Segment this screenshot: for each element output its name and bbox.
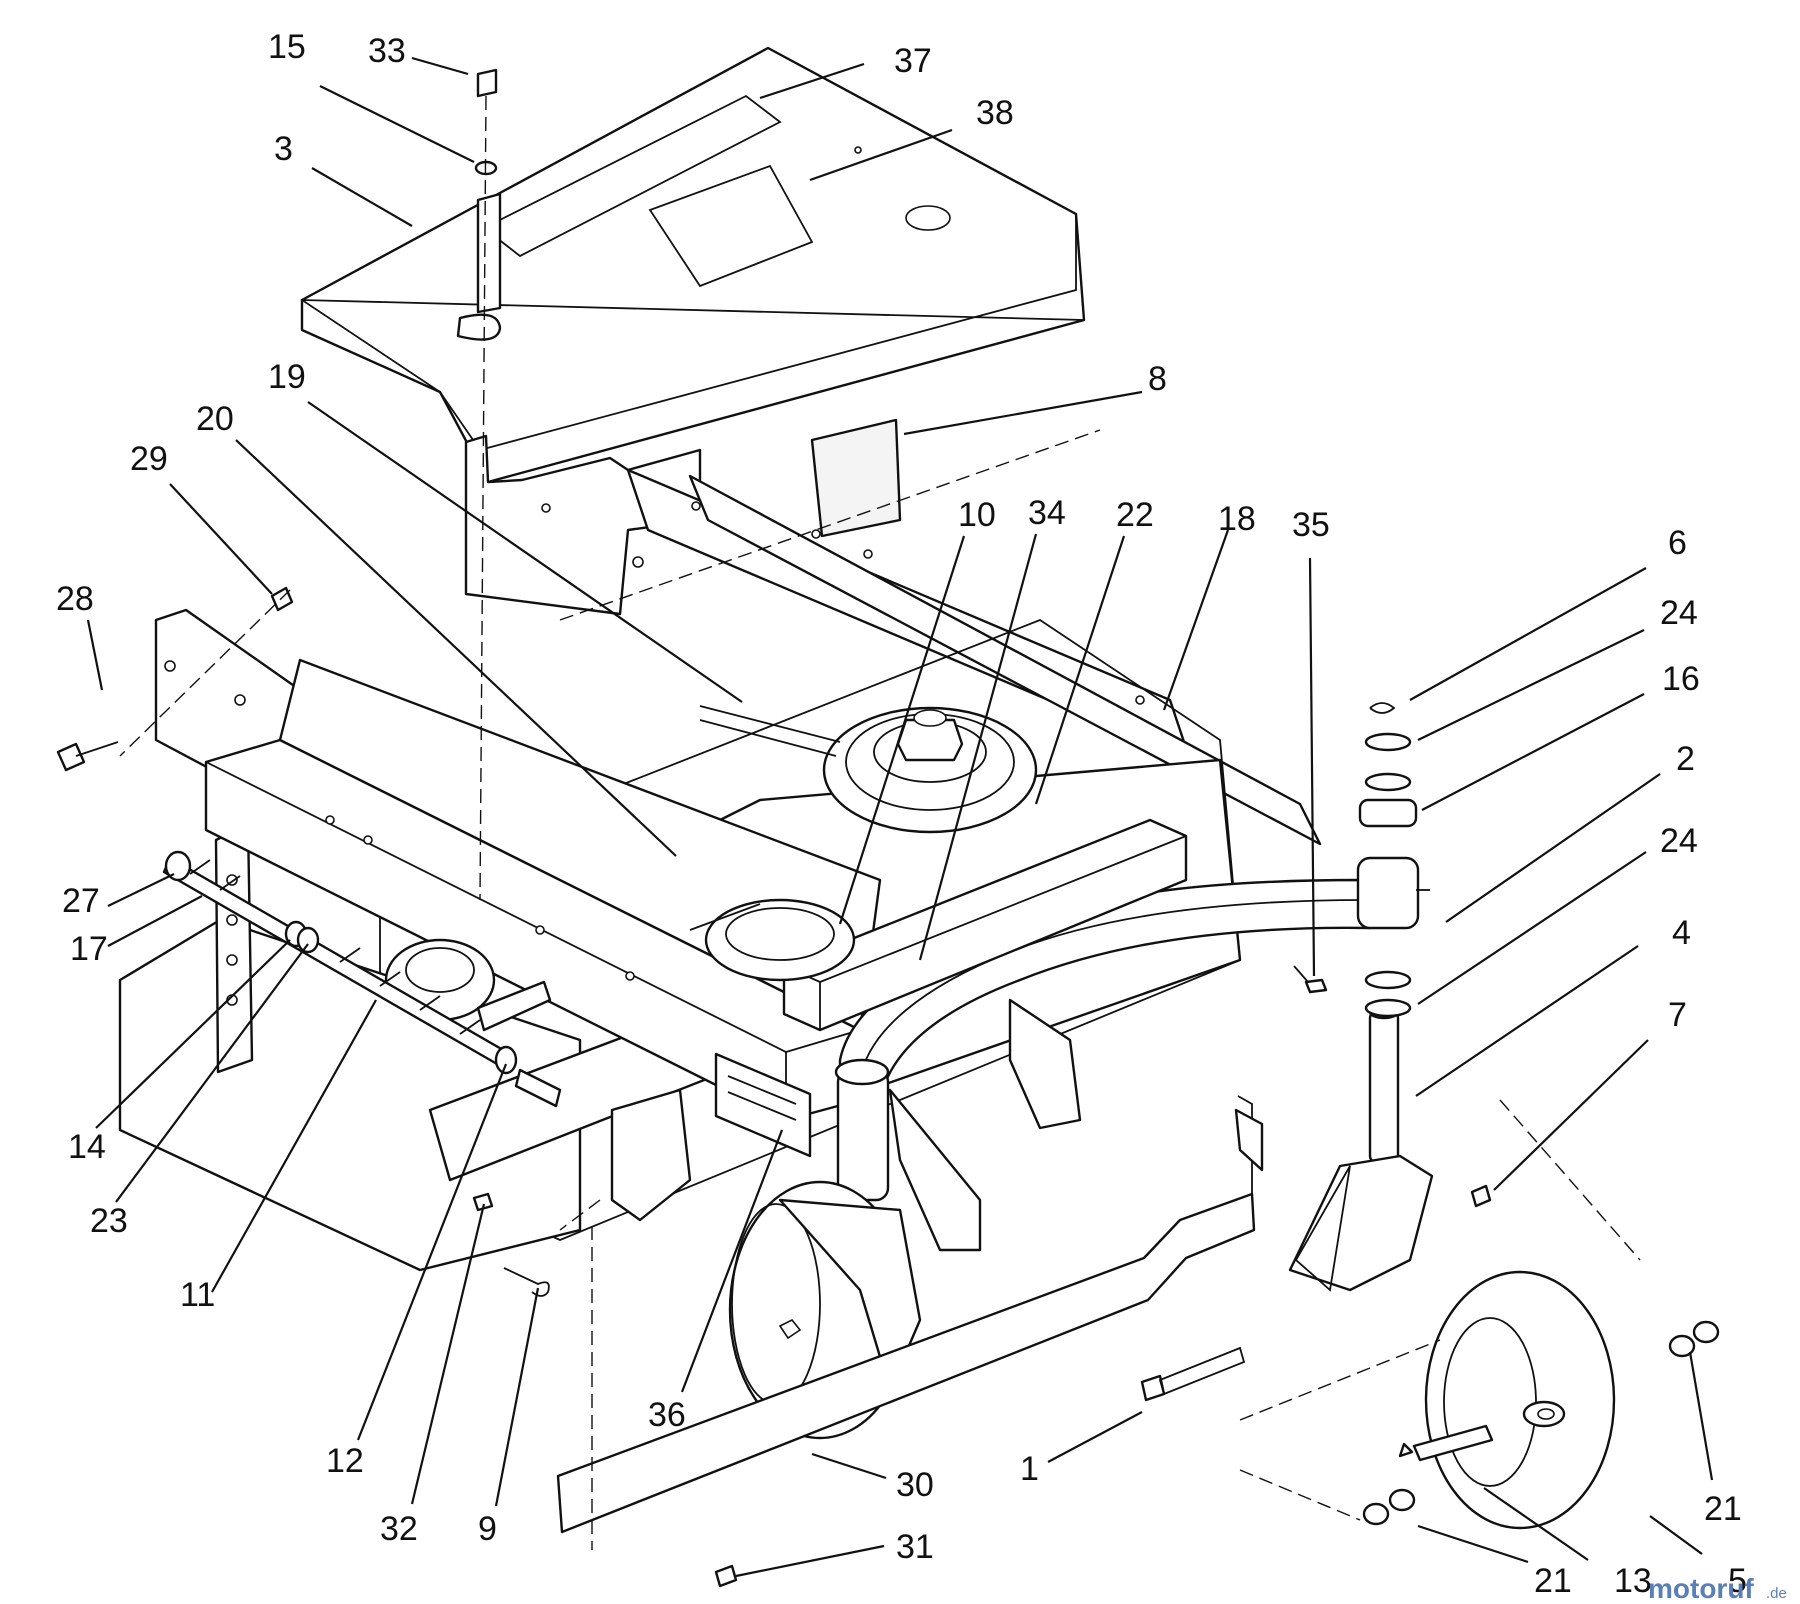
callout-19: 19 <box>268 358 306 396</box>
callout-3: 3 <box>274 130 293 168</box>
left-side-plate <box>610 1088 692 1222</box>
callout-33: 33 <box>368 32 406 70</box>
callout-15: 15 <box>268 28 306 66</box>
decal-38 <box>648 164 814 288</box>
callout-23: 23 <box>90 1202 128 1240</box>
drive-pulley <box>822 706 1038 834</box>
nut-7 <box>1470 1184 1492 1208</box>
watermark-suffix: .de <box>1766 1585 1787 1602</box>
decal-37 <box>482 94 782 258</box>
caster-plate-right <box>888 1088 982 1252</box>
washer-21-left-b <box>1388 1488 1416 1512</box>
callout-36: 36 <box>648 1396 686 1434</box>
bracket-plate-center <box>476 980 552 1032</box>
callout-28: 28 <box>56 580 94 618</box>
rod-end-27 <box>164 850 192 882</box>
callout-32: 32 <box>380 1510 418 1548</box>
callout-2: 2 <box>1676 740 1695 778</box>
axle-13 <box>1412 1424 1494 1462</box>
leader-lines <box>86 56 1714 1578</box>
clip-2 <box>1398 1442 1414 1458</box>
callout-20: 20 <box>196 400 234 438</box>
front-bumper <box>556 1095 1264 1534</box>
washer-21-right-a <box>1692 1320 1720 1344</box>
callout-14: 14 <box>68 1128 106 1166</box>
washer-21-left-a <box>1362 1502 1390 1526</box>
rear-caster-wheel <box>1412 1270 1616 1530</box>
nut-23 <box>296 926 320 954</box>
nut-12 <box>494 1045 518 1075</box>
assembly-lines <box>119 95 1641 1550</box>
watermark-brand: motoruf <box>1648 1573 1754 1604</box>
callout-7: 7 <box>1668 996 1687 1034</box>
bolt-28-head <box>56 742 86 772</box>
callout-13: 13 <box>1614 1562 1652 1600</box>
callout-18: 18 <box>1218 500 1256 538</box>
rear-caster-fork <box>1288 1004 1434 1292</box>
callout-37: 37 <box>894 42 932 80</box>
hood-slot <box>456 313 502 341</box>
callout-34: 34 <box>1028 494 1066 532</box>
nut-32 <box>472 1192 494 1212</box>
bolt-33 <box>476 68 498 98</box>
caster-stack <box>1356 702 1430 1018</box>
callout-10: 10 <box>958 496 996 534</box>
callout-22: 22 <box>1116 496 1154 534</box>
drive-belt <box>699 705 841 757</box>
decal-plate-36 <box>714 1052 812 1158</box>
washer-21-right-b <box>1668 1334 1696 1358</box>
spindle-housing-2 <box>1356 856 1420 930</box>
callout-1: 1 <box>1020 1450 1039 1488</box>
right-side-plate <box>1008 998 1082 1130</box>
callout-11: 11 <box>180 1276 215 1314</box>
callout-21-left: 21 <box>1534 1562 1572 1600</box>
washer-24-top <box>1364 732 1412 752</box>
callout-24-bottom: 24 <box>1660 822 1698 860</box>
pin-9 <box>503 1267 550 1297</box>
callout-27: 27 <box>62 882 100 920</box>
callout-31: 31 <box>896 1528 934 1566</box>
idler-pulley <box>689 898 856 982</box>
washer-24-bottom <box>1364 970 1412 990</box>
callout-38: 38 <box>976 94 1014 132</box>
screw-31 <box>714 1564 738 1588</box>
callout-16: 16 <box>1662 660 1700 698</box>
callout-4: 4 <box>1672 914 1691 952</box>
bushing-16 <box>1358 798 1418 828</box>
frame-rear-section <box>464 418 1322 846</box>
callout-21-right: 21 <box>1704 1490 1742 1528</box>
callout-5: 5 <box>1728 1562 1747 1600</box>
callout-6: 6 <box>1668 524 1687 562</box>
callout-24-top: 24 <box>1660 594 1698 632</box>
rod-tip <box>514 1068 562 1108</box>
callout-29: 29 <box>130 440 168 478</box>
svg-text:motoruf: motoruf <box>1648 1573 1754 1604</box>
callout-9: 9 <box>478 1510 497 1548</box>
retaining-ring-6 <box>1369 702 1396 714</box>
belt-cover-hood <box>300 46 1086 484</box>
callout-8: 8 <box>1148 360 1167 398</box>
callout-17: 17 <box>70 930 108 968</box>
callout-labels: 15 33 37 3 38 8 19 20 29 28 10 34 22 18 … <box>56 28 1747 1600</box>
callout-30: 30 <box>896 1466 934 1504</box>
watermark-logo: motoruf .de <box>1648 1573 1787 1604</box>
bolt-35 <box>1304 978 1328 994</box>
callout-35: 35 <box>1292 506 1330 544</box>
callout-12: 12 <box>326 1442 364 1480</box>
